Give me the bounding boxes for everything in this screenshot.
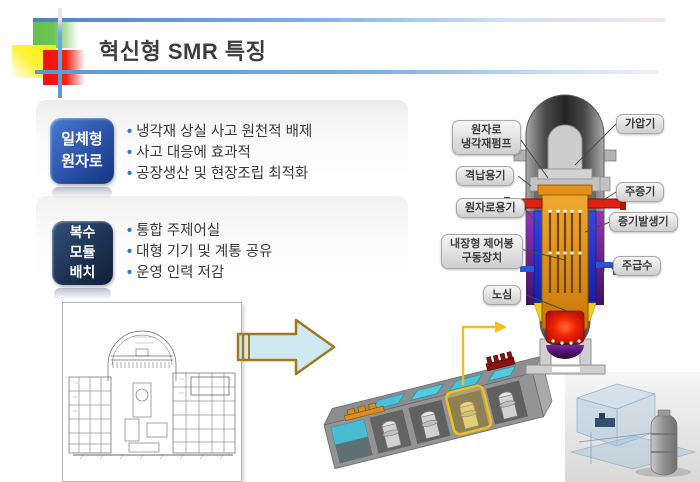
label-feedwater: 주급수 [613,256,662,277]
label-control-rod-drive: 내장형 제어봉 구동장치 [441,234,523,269]
blueprint-image [62,302,242,482]
badge-line: 일체형 [61,130,103,148]
badge-reflection [54,288,111,300]
title-underline [35,70,659,74]
badge-reflection [52,187,112,199]
vertical-accent-line [58,8,62,98]
badge-line: 원자로 [61,153,103,170]
bullet-item: 공장생산 및 현장조립 최적화 [127,164,312,185]
label-steam-generator: 증기발생기 [609,212,678,233]
crane-structure [343,402,385,422]
module-building-image [323,351,553,470]
core-region [545,310,585,344]
bullet-list-1: 냉각재 상실 사고 원천적 배제 사고 대응에 효과적 공장생산 및 현장조립 … [127,122,312,185]
label-reactor-coolant-pump: 원자로 냉각재펌프 [452,120,521,155]
reactor-pool-photo [565,372,700,482]
blueprint-drawing [68,330,236,460]
top-accent-line [33,18,665,22]
badge-line: 모듈 [69,244,96,261]
bullet-item: 운영 인력 저감 [127,263,272,284]
label-containment-vessel: 격납용기 [456,166,515,187]
decoration-red-square [43,50,85,85]
bullet-item: 대형 기기 및 계통 공유 [127,242,272,263]
bullet-list-2: 통합 주제어실 대형 기기 및 계통 공유 운영 인력 저감 [127,221,272,284]
bullet-item: 사고 대응에 효과적 [127,143,312,164]
label-main-steam: 주증기 [616,182,665,203]
highlighted-module [445,384,493,436]
badge-line: 배치 [69,263,96,280]
decoration-green-square [33,19,79,48]
bullet-item: 냉각재 상실 사고 원천적 배제 [127,122,312,143]
label-core: 노심 [483,285,522,306]
page-title: 혁신형 SMR 특징 [99,39,267,64]
label-reactor-vessel: 원자로용기 [456,198,525,219]
badge-line: 복수 [69,224,96,241]
label-pressurizer: 가압기 [616,114,665,135]
transition-arrow [236,318,336,376]
badge-integral-reactor: 일체형 원자로 [50,118,114,184]
bullet-item: 통합 주제어실 [127,221,272,242]
badge-multi-module: 복수 모듈 배치 [52,221,113,285]
